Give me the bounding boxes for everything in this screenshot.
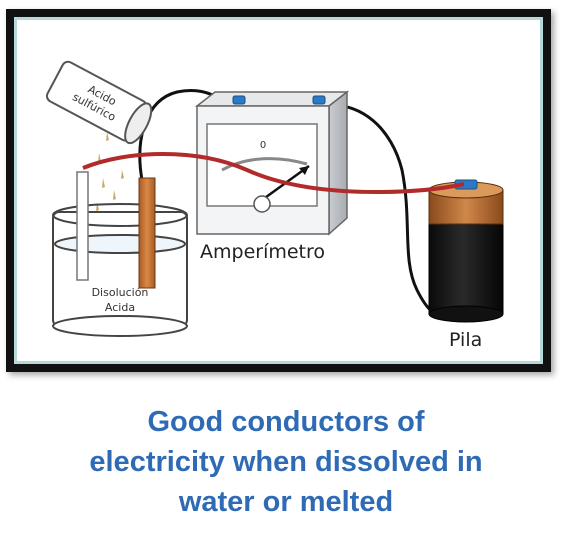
acid-bottle: Acido sulfúrico: [45, 60, 153, 145]
meter-pivot: [253, 195, 271, 213]
beaker: Disolución Acida: [52, 203, 188, 337]
glass-electrode: [76, 171, 89, 281]
ammeter: 0 Amperímetro: [194, 90, 350, 263]
meter-scale-arc: [221, 157, 308, 172]
red-wire: [82, 152, 465, 195]
beaker-label-line2: Acida: [105, 301, 135, 314]
meter-scale-zero: 0: [260, 140, 266, 151]
black-wire-right: [321, 103, 448, 317]
meter-label: Amperímetro: [200, 241, 325, 263]
caption-line-2: electricity when dissolved in: [89, 446, 483, 478]
battery-label: Pila: [449, 329, 482, 351]
electrolysis-diagram: Acido sulfúrico Disolución Acida: [45, 60, 504, 351]
beaker-label-line1: Disolución: [92, 286, 149, 299]
meter-terminal-right: [312, 95, 326, 105]
battery: Pila: [428, 179, 504, 351]
caption: Good conductors of electricity when diss…: [0, 402, 572, 522]
diagram-frame: Acido sulfúrico Disolución Acida: [6, 9, 551, 372]
caption-line-3: water or melted: [178, 486, 394, 518]
copper-electrode: [138, 177, 156, 289]
meter-terminal-left: [232, 95, 246, 105]
diagram-panel: Acido sulfúrico Disolución Acida: [14, 17, 543, 364]
acid-drops: [96, 132, 124, 211]
caption-line-1: Good conductors of: [147, 406, 425, 438]
